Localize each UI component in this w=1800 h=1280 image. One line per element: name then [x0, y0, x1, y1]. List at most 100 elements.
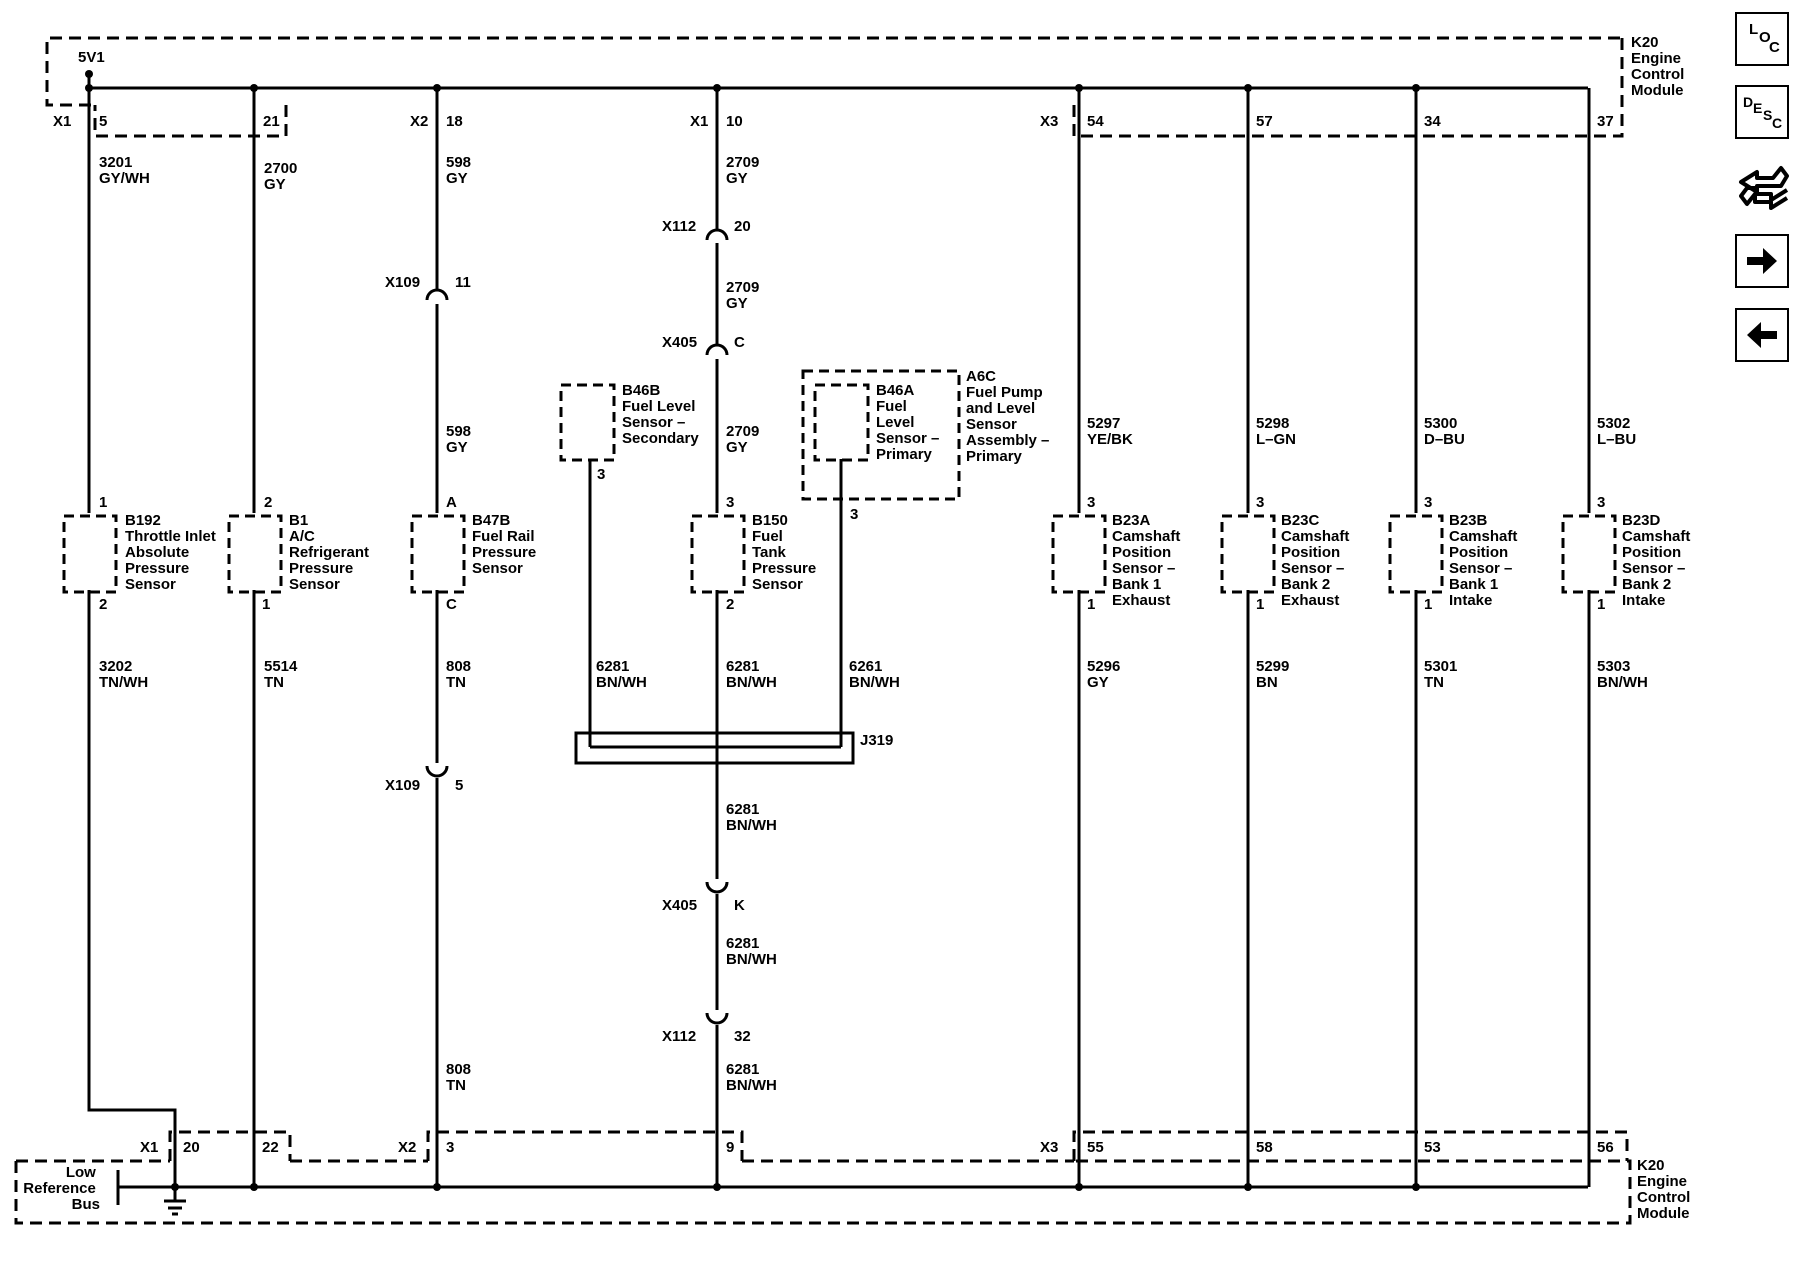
splice-j319 [574, 731, 855, 765]
pin-top-b1: 21 [263, 113, 280, 130]
sensor-pin-bottom-b23c: 1 [1256, 596, 1264, 613]
sensor-box-b23c [1220, 514, 1276, 594]
sensor-pin-bottom-b23a: 1 [1087, 596, 1095, 613]
inline-x112-top-pin: 20 [734, 218, 751, 235]
splice-dots [85, 70, 1420, 1191]
top-connector-x3: X3 [1040, 113, 1058, 130]
x405-connector-top [705, 343, 729, 356]
sensor-pin-top-b23c: 3 [1256, 494, 1264, 511]
pin-top-b23b: 34 [1424, 113, 1441, 130]
right-arrow-glyph [1747, 248, 1777, 274]
inline-x112-bottom-pin: 32 [734, 1028, 751, 1045]
pin-top-b23c: 57 [1256, 113, 1273, 130]
connector-end-view-glyph [1739, 166, 1789, 210]
k20-top-module-box [45, 36, 1624, 138]
sensor-pin-bottom-b150: 2 [726, 596, 734, 613]
sensor-pin-top-b23b: 3 [1424, 494, 1432, 511]
top-connector-x2: X2 [410, 113, 428, 130]
module-name-top: K20 Engine Control Module [1631, 34, 1689, 99]
assembly-label-a6c: A6C Fuel Pump and Level Sensor Assembly … [966, 368, 1054, 465]
sensor-label-b46a: B46A Fuel Level Sensor – Primary [876, 382, 944, 463]
desc-icon[interactable]: D E S C [1735, 85, 1789, 139]
sensor-pin-bottom-b23d: 1 [1597, 596, 1605, 613]
sensor-label-b150: B150 Fuel Tank Pressure Sensor [752, 512, 820, 593]
wires [87, 88, 1591, 1205]
connector-end-view-icon[interactable] [1735, 160, 1793, 220]
pin-bottom-b47b: 3 [446, 1139, 454, 1156]
low-reference-label: Low Reference Bus [23, 1164, 100, 1213]
sensor-box-b23b [1388, 514, 1444, 594]
sensor-box-b1 [227, 514, 283, 594]
inline-x112-bottom-name: X112 [662, 1028, 696, 1045]
svg-text:D: D [1743, 94, 1753, 110]
sensor-pin-bottom-b1: 1 [262, 596, 270, 613]
desc-icon-glyph: D E S C [1743, 94, 1782, 131]
inline-x109-top-name: X109 [385, 274, 420, 291]
pin-bottom-b23c: 58 [1256, 1139, 1273, 1156]
loc-icon-glyph: L O C [1749, 21, 1780, 56]
sensor-label-b23b: B23B Camshaft Position Sensor – Bank 1 I… [1449, 512, 1522, 609]
sensor-box-b23a [1051, 514, 1107, 594]
sensor-pin-top-b1: 2 [264, 494, 272, 511]
sensor-pin-bottom-b47b: C [446, 596, 457, 613]
pin-top-b150: 10 [726, 113, 743, 130]
sensor-label-b47b: B47B Fuel Rail Pressure Sensor [472, 512, 540, 577]
sensor-label-b46b: B46B Fuel Level Sensor – Secondary [622, 382, 700, 447]
assembly-box-a6c [801, 369, 961, 501]
pin-top-b23d: 37 [1597, 113, 1614, 130]
next-arrow-icon[interactable] [1735, 234, 1789, 288]
sensor-pin-b46b: 3 [597, 466, 605, 483]
bottom-connector-x1: X1 [140, 1139, 158, 1156]
wiring-schematic: K20 Engine Control Module K20 Engine Con… [14, 34, 1695, 1225]
previous-arrow-icon[interactable] [1735, 308, 1789, 362]
svg-text:L: L [1749, 21, 1758, 38]
sensor-pin-bottom-b23b: 1 [1424, 596, 1432, 613]
sensor-box-b46b [559, 383, 616, 462]
svg-text:S: S [1763, 107, 1772, 123]
pin-bottom-b23b: 53 [1424, 1139, 1441, 1156]
pin-bottom-b1: 22 [262, 1139, 279, 1156]
sensor-box-b47b [410, 514, 466, 594]
sensor-label-b1: B1 A/C Refrigerant Pressure Sensor [289, 512, 373, 593]
sensor-pin-top-b150: 3 [726, 494, 734, 511]
loc-icon[interactable]: L O C [1735, 12, 1789, 66]
module-name-bottom: K20 Engine Control Module [1637, 1157, 1695, 1222]
inline-x112-top-name: X112 [662, 218, 696, 235]
x405-connector-bottom [705, 881, 729, 894]
inline-x405-bottom-name: X405 [662, 897, 697, 914]
sensor-boxes [62, 369, 1617, 594]
sensor-label-b23c: B23C Camshaft Position Sensor – Bank 2 E… [1281, 512, 1354, 609]
inline-x109-bottom-name: X109 [385, 777, 420, 794]
x109-connector-bottom [425, 765, 449, 778]
sensor-box-b46a [813, 383, 870, 462]
pin-top-b192: 5 [99, 113, 107, 130]
sensor-label-b23a: B23A Camshaft Position Sensor – Bank 1 E… [1112, 512, 1185, 609]
sensor-pin-top-b23d: 3 [1597, 494, 1605, 511]
sensor-label-b23d: B23D Camshaft Position Sensor – Bank 2 I… [1622, 512, 1695, 609]
x112-connector-bottom [705, 1012, 729, 1025]
sensor-box-b23d [1561, 514, 1617, 594]
inline-connectors [425, 228, 729, 1025]
splice-label: J319 [860, 732, 893, 749]
sensor-pin-top-b47b: A [446, 494, 457, 511]
pin-top-b23a: 54 [1087, 113, 1104, 130]
pin-top-b47b: 18 [446, 113, 463, 130]
inline-x405-top-name: X405 [662, 334, 697, 351]
